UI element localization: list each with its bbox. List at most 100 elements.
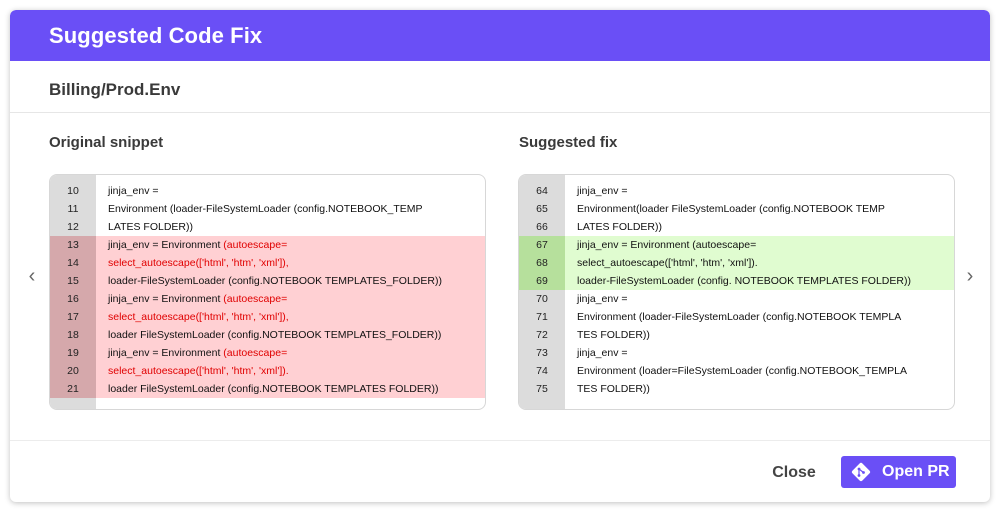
line-number: 20 (50, 362, 96, 380)
dialog-header: Suggested Code Fix (10, 10, 990, 61)
code-text: TES FOLDER)) (565, 326, 650, 344)
code-highlight: (autoescape= (223, 239, 288, 251)
code-text: LATES FOLDER)) (96, 218, 193, 236)
code-line: 20 select_autoescape(['html', 'htm', 'xml… (50, 362, 485, 380)
code-text: select_autoescape(['html', 'htm', 'xml']… (96, 254, 289, 272)
code-text: jinja_env = Environment (autoescape= (96, 236, 287, 254)
code-text: select_autoescape(['html', 'htm', 'xml']… (96, 362, 289, 380)
code-segment: TES FOLDER)) (577, 383, 650, 395)
code-segment: loader FileSystemLoader (config.NOTEBOOK… (108, 383, 439, 395)
code-segment: Environment (loader=FileSystemLoader (co… (577, 365, 908, 377)
code-line: 18 loader FileSystemLoader (config.NOTEBO… (50, 326, 485, 344)
line-number: 11 (67, 203, 79, 215)
line-number: 14 (50, 254, 96, 272)
code-text: loader-FileSystemLoader (config. NOTEBOO… (565, 272, 911, 290)
line-number: 70 (536, 293, 548, 305)
line-number: 68 (519, 254, 565, 272)
code-text: loader FileSystemLoader (config.NOTEBOOK… (96, 326, 441, 344)
file-path: Billing/Prod.Env (49, 80, 181, 99)
code-highlight: select_autoescape(['html', 'htm', 'xml']… (108, 311, 289, 323)
code-line: 73 jinja_env = (519, 344, 954, 362)
code-segment: jinja_env = (577, 347, 628, 359)
line-number: 74 (536, 365, 548, 377)
code-text: jinja_env = (565, 344, 628, 362)
code-highlight: (autoescape= (223, 347, 288, 359)
line-number: 73 (536, 347, 548, 359)
original-snippet-title: Original snippet (49, 134, 164, 151)
code-text: Environment (loader-FileSystemLoader (co… (565, 308, 901, 326)
code-segment: jinja_env = (577, 185, 628, 197)
line-number: 19 (50, 344, 96, 362)
code-text: jinja_env = Environment (autoescape= (565, 236, 756, 254)
code-text: TES FOLDER)) (565, 380, 650, 398)
code-line: 68 select_autoescape(['html', 'htm', 'xml… (519, 254, 954, 272)
code-text: Environment(loader FileSystemLoader (con… (565, 200, 885, 218)
line-number: 65 (536, 203, 548, 215)
file-path-bar: Billing/Prod.Env (10, 61, 990, 113)
suggested-code-fix-dialog: Suggested Code Fix Billing/Prod.Env Orig… (10, 10, 990, 502)
line-number: 17 (50, 308, 96, 326)
code-text: Environment (loader=FileSystemLoader (co… (565, 362, 907, 380)
code-segment: jinja_env = Environment (108, 239, 224, 251)
line-number: 12 (67, 221, 79, 233)
code-segment: loader-FileSystemLoader (config. NOTEBOO… (577, 275, 911, 287)
previous-arrow-icon[interactable]: ‹ (28, 264, 36, 287)
code-segment: loader-FileSystemLoader (config.NOTEBOOK… (108, 275, 442, 287)
line-number: 21 (50, 380, 96, 398)
code-text: jinja_env = (565, 290, 628, 308)
code-segment: TES FOLDER)) (577, 329, 650, 341)
code-text: jinja_env = Environment (autoescape= (96, 290, 287, 308)
code-line: 71 Environment (loader-FileSystemLoader (… (519, 308, 954, 326)
code-text: select_autoescape(['html', 'htm', 'xml']… (565, 254, 758, 272)
code-line: 70 jinja_env = (519, 290, 954, 308)
code-text: jinja_env = (565, 182, 628, 200)
line-number: 18 (50, 326, 96, 344)
code-text: jinja_env = (96, 182, 159, 200)
code-line: 72 TES FOLDER)) (519, 326, 954, 344)
code-line: 21 loader FileSystemLoader (config.NOTEBO… (50, 380, 485, 398)
code-segment: jinja_env = (577, 293, 628, 305)
code-segment: select_autoescape(['html', 'htm', 'xml']… (577, 257, 758, 269)
line-number: 13 (50, 236, 96, 254)
line-number: 72 (536, 329, 548, 341)
code-text: jinja_env = Environment (autoescape= (96, 344, 287, 362)
close-button[interactable]: Close (772, 464, 816, 481)
code-line: 15 loader-FileSystemLoader (config.NOTEBO… (50, 272, 485, 290)
git-diamond-icon (851, 462, 871, 482)
suggested-fix-title: Suggested fix (519, 134, 618, 151)
code-segment: Environment (loader-FileSystemLoader (co… (577, 311, 902, 323)
code-segment: jinja_env = Environment (108, 347, 224, 359)
open-pr-button[interactable]: Open PR (841, 456, 956, 488)
next-arrow-icon[interactable]: › (966, 264, 974, 287)
code-segment: loader FileSystemLoader (config.NOTEBOOK… (108, 329, 442, 341)
original-code-lines: 10 jinja_env = 11 Environment (loader-FileS… (50, 182, 485, 398)
line-number: 71 (536, 311, 548, 323)
code-text: loader-FileSystemLoader (config.NOTEBOOK… (96, 272, 442, 290)
open-pr-label: Open PR (882, 463, 950, 480)
code-segment: Environment (loader-FileSystemLoader (co… (108, 203, 423, 215)
footer-divider (10, 440, 990, 441)
code-segment: LATES FOLDER)) (108, 221, 193, 233)
line-number: 66 (536, 221, 548, 233)
line-number: 10 (67, 185, 79, 197)
code-line: 65 Environment(loader FileSystemLoader (c… (519, 200, 954, 218)
code-text: loader FileSystemLoader (config.NOTEBOOK… (96, 380, 438, 398)
code-text: Environment (loader-FileSystemLoader (co… (96, 200, 423, 218)
original-snippet-panel: 10 jinja_env = 11 Environment (loader-FileS… (49, 174, 486, 410)
line-number: 15 (50, 272, 96, 290)
code-line: 10 jinja_env = (50, 182, 485, 200)
code-segment: jinja_env = Environment (autoescape= (577, 239, 757, 251)
code-line: 74 Environment (loader=FileSystemLoader (… (519, 362, 954, 380)
code-highlight: select_autoescape(['html', 'htm', 'xml']… (108, 365, 289, 377)
